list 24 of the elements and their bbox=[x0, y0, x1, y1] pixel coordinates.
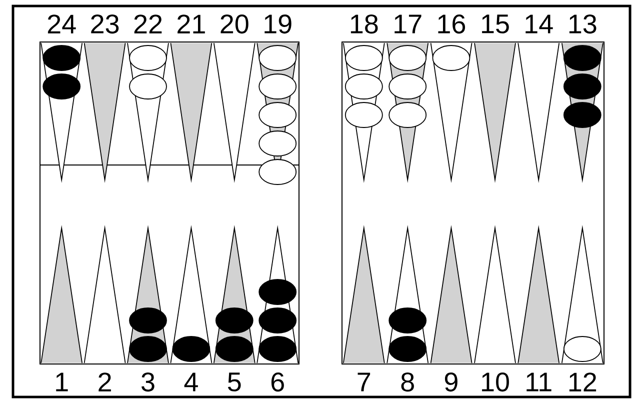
point-number: 19 bbox=[264, 14, 292, 34]
point-number: 13 bbox=[569, 14, 596, 34]
point-number: 20 bbox=[220, 14, 248, 34]
point-number: 15 bbox=[482, 14, 509, 34]
point-number: 8 bbox=[401, 372, 414, 392]
point-number: 18 bbox=[350, 14, 378, 34]
point-number: 1 bbox=[56, 372, 68, 392]
point-number: 17 bbox=[394, 14, 422, 34]
point-number: 2 bbox=[98, 372, 111, 392]
point-number: 6 bbox=[271, 372, 284, 392]
point-number: 9 bbox=[444, 372, 458, 392]
point-number: 11 bbox=[526, 372, 552, 392]
point-number: 10 bbox=[482, 372, 509, 392]
point-number: 12 bbox=[569, 372, 596, 392]
point-number: 22 bbox=[134, 14, 162, 34]
point-number: 23 bbox=[91, 14, 119, 34]
point-number: 5 bbox=[228, 372, 241, 392]
point-number: 21 bbox=[178, 14, 205, 34]
point-number: 24 bbox=[48, 14, 76, 34]
point-number: 14 bbox=[526, 14, 553, 34]
point-number: 7 bbox=[358, 372, 370, 392]
point-number: 16 bbox=[438, 14, 466, 34]
point-number: 3 bbox=[142, 372, 154, 392]
point-number: 4 bbox=[184, 372, 198, 392]
